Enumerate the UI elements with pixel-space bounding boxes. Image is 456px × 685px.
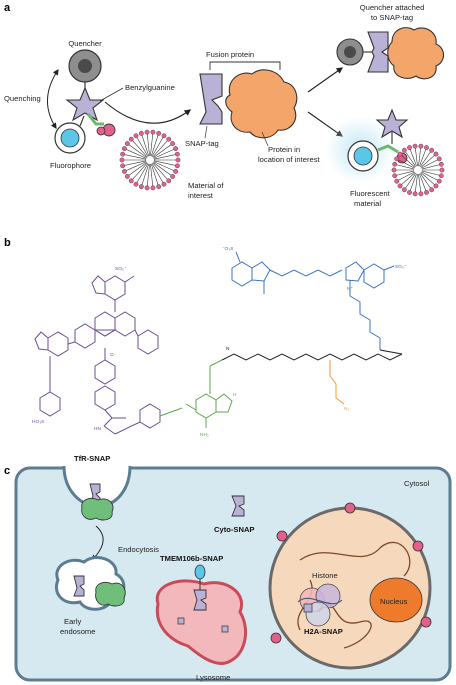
label-fusion-protein: Fusion protein	[206, 50, 254, 59]
protein-blob-icon	[225, 69, 298, 139]
benzylguanine-star-icon	[65, 86, 105, 122]
quencher-icon	[68, 49, 102, 83]
label-snap-tag: SNAP-tag	[185, 139, 219, 148]
chem-peg-nh: N	[226, 346, 230, 352]
benzylguanine-pointer	[99, 87, 124, 102]
endosome-cargo-icon	[73, 575, 126, 607]
label-fluorescent-line1: Fluorescent	[350, 189, 391, 198]
chem-nh2: NH₂	[200, 432, 209, 438]
guanine-structure	[159, 359, 233, 428]
fusion-bracket	[209, 61, 281, 70]
chem-hosu: HO₃S	[32, 419, 44, 425]
histone-icon	[297, 583, 343, 627]
label-cyto-snap: Cyto-SNAP	[214, 525, 255, 534]
nuclear-pore-icons	[270, 502, 432, 644]
chem-so3-top: SO₃⁻	[115, 266, 127, 272]
linker-icon	[86, 113, 116, 137]
arrow-to-quencher-outcome	[307, 67, 344, 93]
cyanine-link	[379, 349, 403, 355]
label-protein-line2: location of interest	[258, 155, 321, 164]
panel-b: b	[4, 237, 407, 438]
label-quencher-attached-line1: Quencher attached	[360, 3, 425, 12]
label-cytosol: Cytosol	[404, 479, 430, 488]
nucleolus-icon	[369, 577, 423, 623]
snap-tag-icon	[199, 73, 223, 125]
chem-so3-cy-left: ⁻O₃S	[222, 246, 233, 252]
fluorescent-outcome-icon	[326, 108, 409, 184]
lysosome	[155, 579, 248, 665]
protein-pointer	[261, 131, 269, 147]
label-early-line1: Early	[64, 617, 82, 626]
chem-h-ring: H	[233, 392, 237, 398]
label-quencher: Quencher	[68, 39, 102, 48]
label-quencher-attached-line2: to SNAP-tag	[371, 13, 413, 22]
label-tmem-snap: TMEM106b-SNAP	[160, 554, 223, 563]
purple-dye-structure	[34, 275, 161, 435]
label-material-line2: interest	[188, 191, 214, 200]
label-material-line1: Material of	[188, 181, 224, 190]
snap-tag-pointer	[204, 125, 208, 139]
chem-hn: HN	[94, 426, 101, 432]
tfr-snap-icon	[81, 483, 114, 521]
chem-o: O	[110, 352, 114, 358]
labeling-arrow	[104, 101, 192, 124]
label-nucleus: Nucleus	[380, 597, 408, 606]
quenching-arrow	[47, 69, 59, 130]
peg-linker	[221, 353, 403, 361]
panel-c: c Cytosol TfR-SNAP Endocytosis Early end…	[4, 454, 452, 682]
chem-so3-cy-right: SO₃⁻	[395, 264, 407, 270]
label-histone: Histone	[312, 571, 338, 580]
cyanine-dye-structure	[231, 251, 395, 350]
label-early-line2: endosome	[60, 627, 95, 636]
lysosome-debris-icon	[177, 617, 229, 633]
label-endocytosis: Endocytosis	[118, 545, 159, 554]
panel-a: a Quencher Benzylguanine Quenching Fluor…	[4, 2, 445, 208]
micelle-material-icon	[119, 129, 181, 191]
label-quenching: Quenching	[4, 94, 41, 103]
chem-n3: N₃	[344, 406, 349, 412]
panel-b-letter: b	[4, 237, 11, 249]
fluorophore-stem	[79, 115, 85, 127]
label-tfr-snap: TfR-SNAP	[74, 454, 110, 463]
quencher-outcome-icon	[336, 27, 445, 80]
label-benzylguanine: Benzylguanine	[125, 83, 175, 92]
panel-c-letter: c	[4, 465, 10, 477]
tmem-snap-icon	[193, 564, 207, 611]
azide-arm	[329, 360, 345, 405]
label-fluorescent-line2: material	[354, 199, 381, 208]
micelle-outcome-icon	[391, 143, 445, 197]
fluorophore-icon	[54, 122, 86, 154]
panel-a-letter: a	[4, 2, 11, 14]
chem-n-plus: N⁺	[347, 286, 353, 292]
label-lysosome: Lysosome	[196, 673, 230, 682]
label-fluorophore: Fluorophore	[50, 161, 91, 170]
cyto-snap-icon	[231, 495, 245, 517]
label-protein-line1: Protein in	[268, 145, 300, 154]
label-h2a-snap: H2A-SNAP	[304, 627, 343, 636]
